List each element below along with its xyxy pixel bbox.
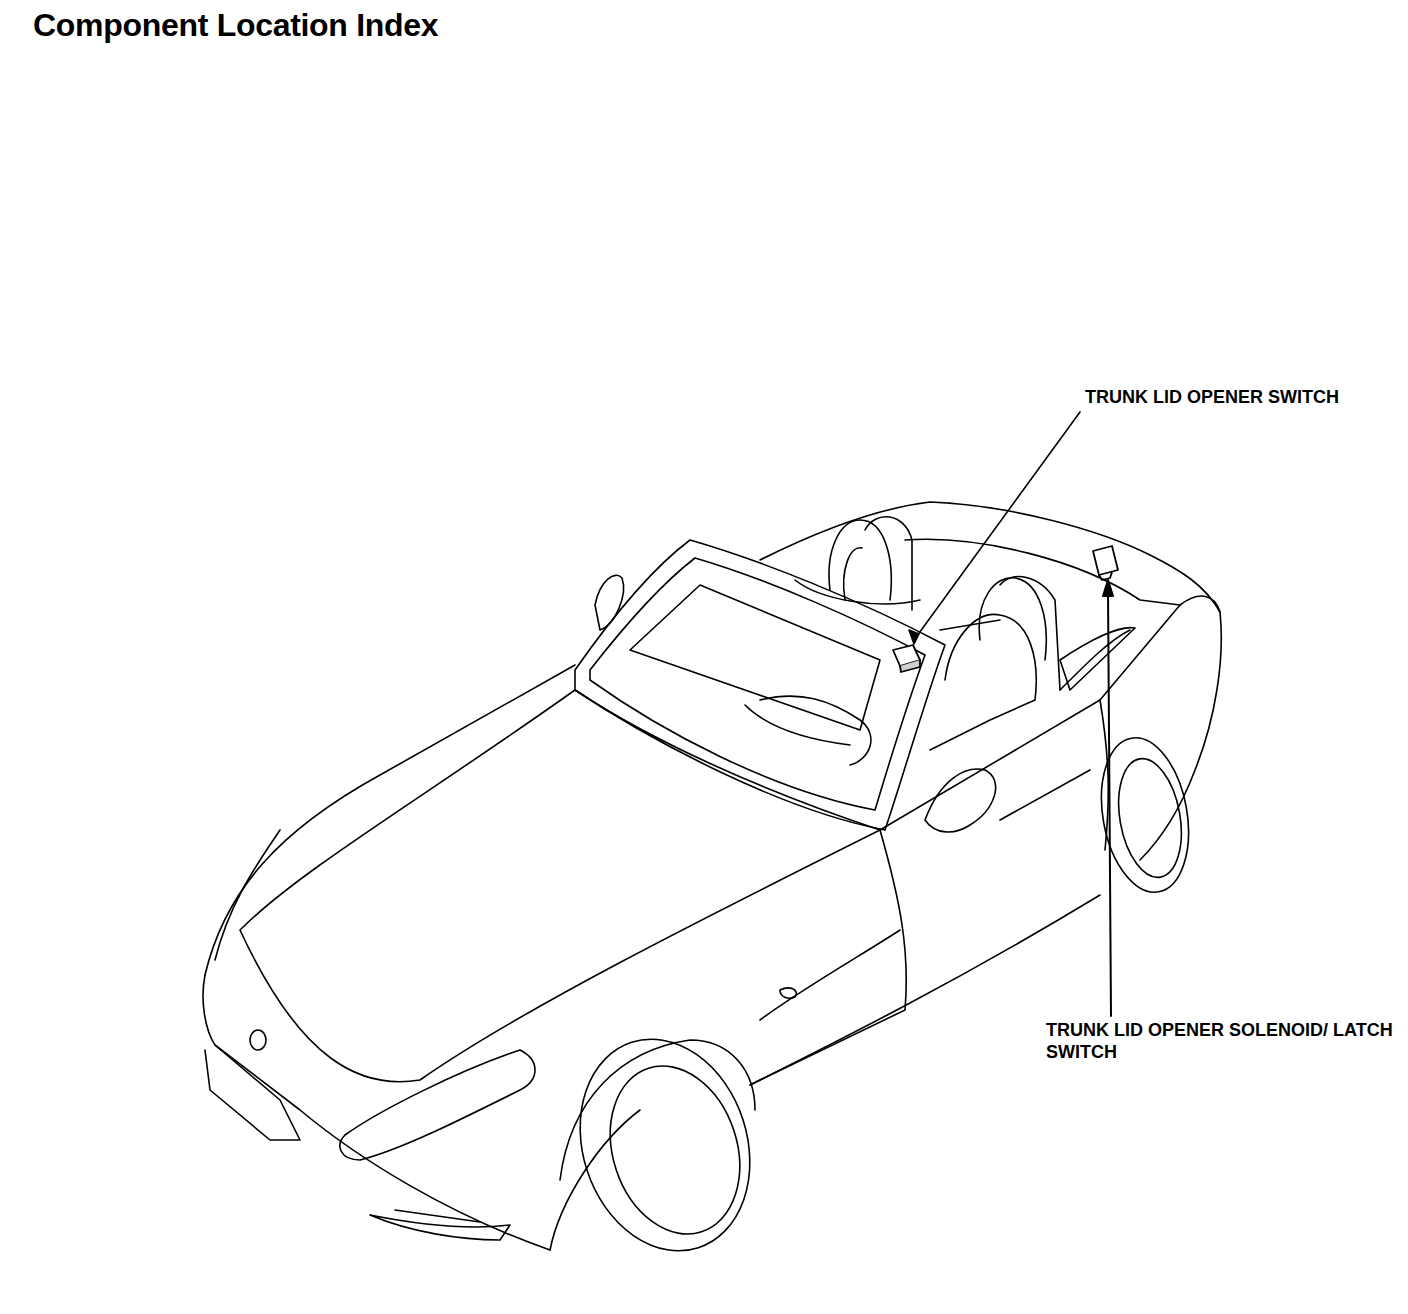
trunk-lid-opener-solenoid xyxy=(1093,546,1118,580)
car-body xyxy=(203,502,1221,1273)
leader-line xyxy=(1103,580,1113,1016)
part-label: TRUNK LID OPENER SOLENOID/ LATCH SWITCH xyxy=(1044,1020,1400,1063)
trunk-lid-opener-switch xyxy=(893,645,920,672)
page-title: Component Location Index xyxy=(33,8,438,43)
seats xyxy=(745,517,1130,765)
part-label: TRUNK LID OPENER SWITCH xyxy=(1083,387,1341,409)
leader-line xyxy=(909,412,1080,644)
windshield xyxy=(575,540,945,830)
